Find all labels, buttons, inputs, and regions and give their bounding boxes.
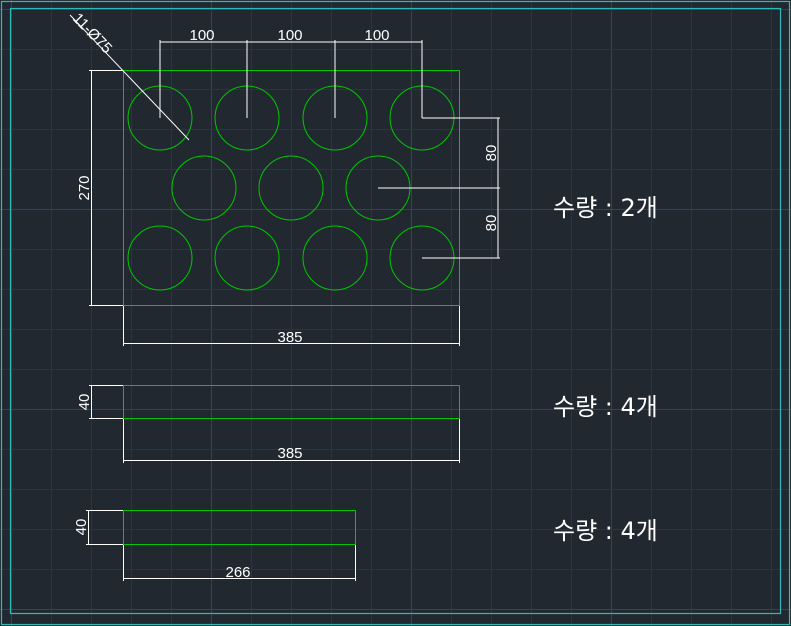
- row-pitch-label-1: 80: [483, 145, 500, 162]
- part2-width-label: 385: [277, 445, 302, 462]
- height-label: 270: [76, 175, 93, 200]
- hole: [214, 225, 280, 291]
- part3-strip[interactable]: 40 266 수량 : 4개: [73, 510, 658, 581]
- pitch-label-1: 100: [189, 27, 214, 44]
- part2-height-label: 40: [76, 394, 93, 411]
- hole: [171, 155, 237, 221]
- hole: [302, 225, 368, 291]
- part2-outline: [123, 385, 460, 419]
- hole: [127, 225, 193, 291]
- row-pitch-dimensions-right: 80 80: [378, 117, 500, 259]
- hole: [258, 155, 324, 221]
- height-dimension: 270: [76, 70, 123, 306]
- pitch-label-3: 100: [364, 27, 389, 44]
- part3-height-label: 40: [73, 519, 90, 536]
- quantity-note: 수량 : 4개: [553, 393, 658, 421]
- pitch-label-2: 100: [277, 27, 302, 44]
- row-pitch-label-2: 80: [483, 215, 500, 232]
- part2-strip[interactable]: 40 385 수량 : 4개: [76, 385, 658, 463]
- width-dimension: 385: [123, 306, 460, 346]
- quantity-note: 수량 : 4개: [553, 517, 658, 545]
- part3-width-label: 266: [225, 564, 250, 581]
- pitch-dimensions-top: 100 100 100: [159, 27, 423, 118]
- viewport-frame-inner: [9, 7, 782, 615]
- part3-outline: [123, 510, 356, 545]
- width-label: 385: [277, 329, 302, 346]
- quantity-note: 수량 : 2개: [553, 194, 658, 222]
